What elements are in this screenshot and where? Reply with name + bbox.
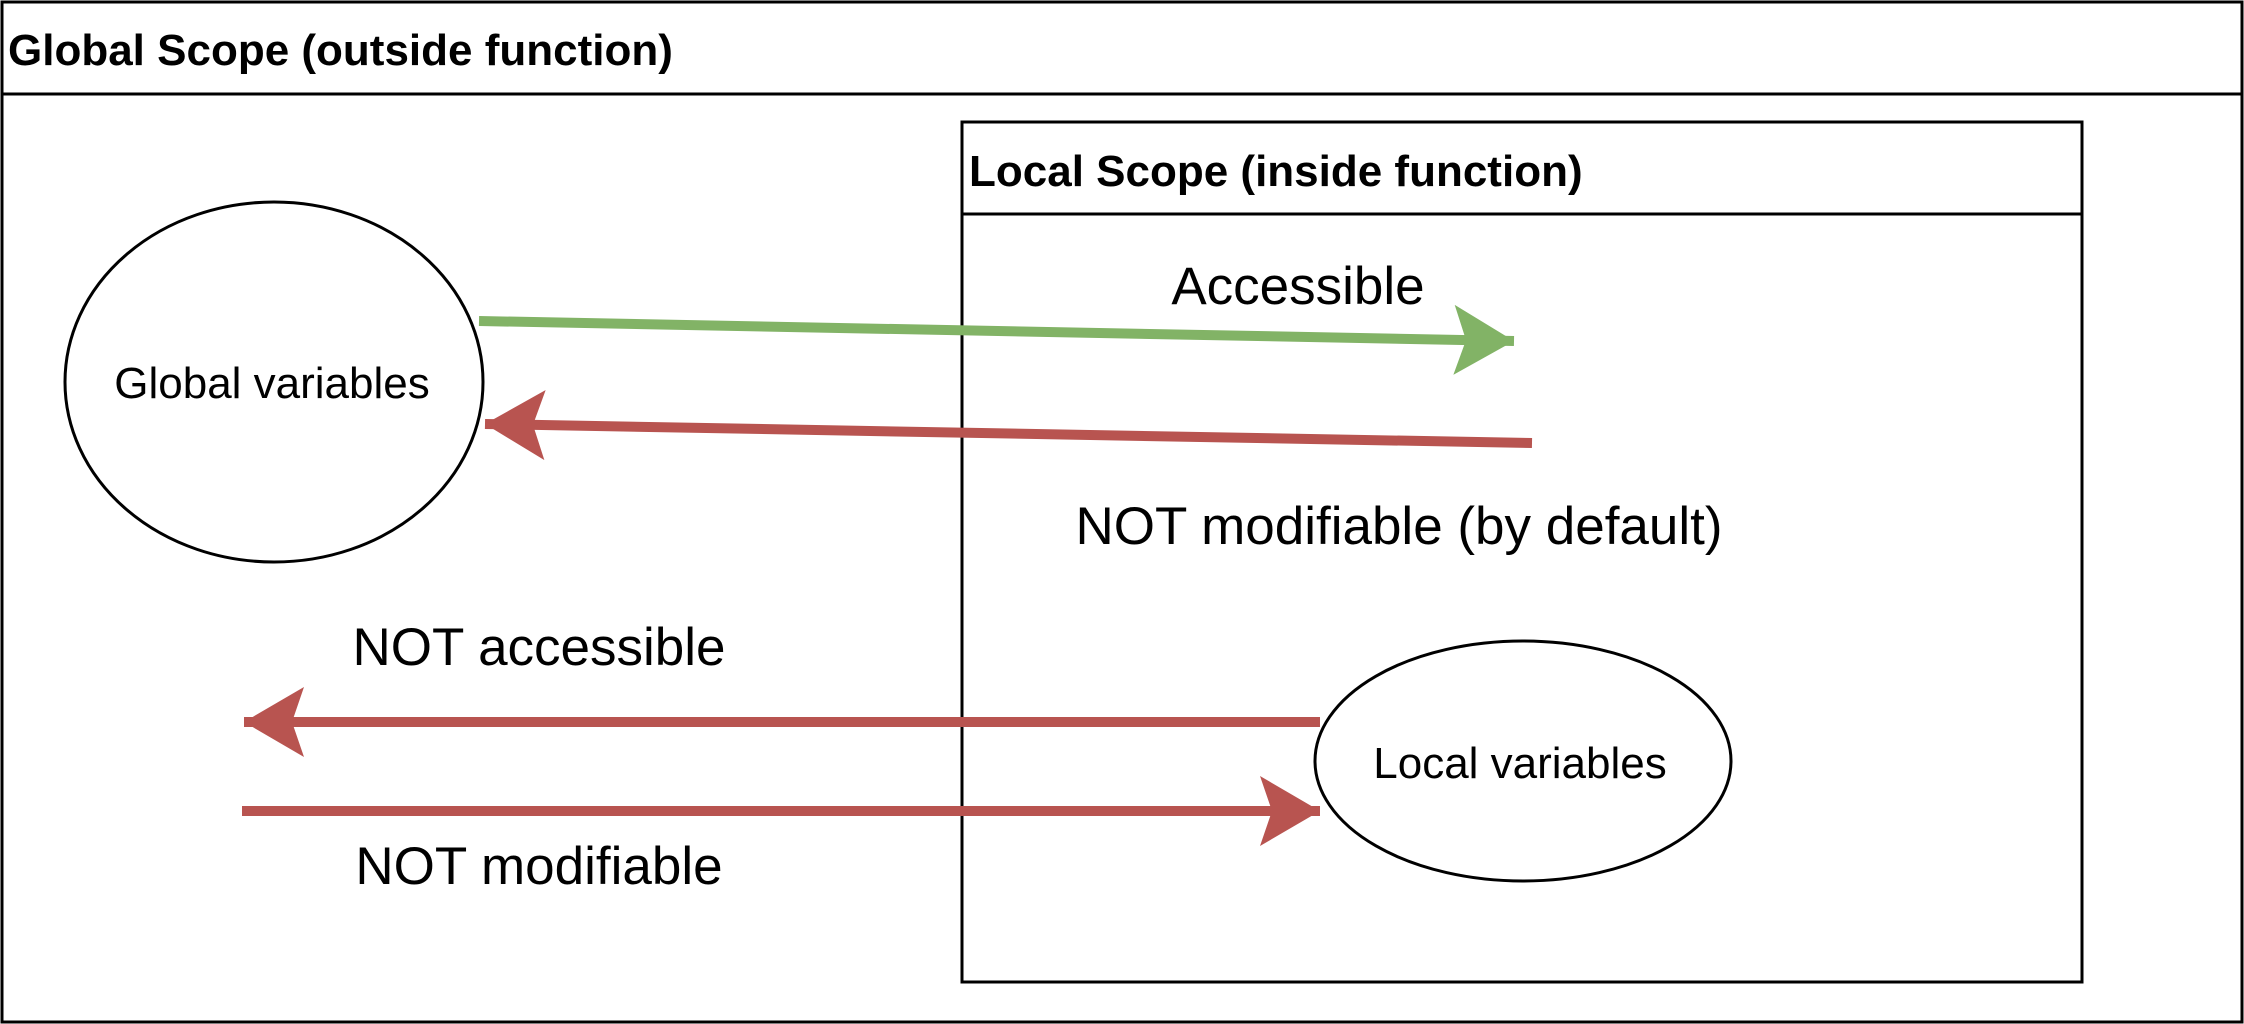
not-modifiable-by-default-label: NOT modifiable (by default) — [1075, 497, 1722, 556]
global-variables-node: Global variables — [63, 200, 485, 564]
local-variables-ellipse — [1313, 639, 1733, 883]
global-variables-label: Global variables — [114, 359, 430, 408]
not-accessible-label: NOT accessible — [352, 618, 725, 677]
not-modifiable-by-default-arrow — [484, 390, 1533, 461]
local-variables-label: Local variables — [1373, 739, 1667, 788]
accessible-arrow — [478, 304, 1515, 375]
not-modifiable-label: NOT modifiable — [355, 837, 722, 896]
local-variables-node: Local variables — [1313, 639, 1733, 883]
local-scope-title: Local Scope (inside function) — [969, 147, 1583, 196]
global-variables-ellipse — [63, 200, 485, 564]
accessible-label: Accessible — [1171, 257, 1424, 316]
global-scope-title: Global Scope (outside function) — [8, 26, 673, 75]
